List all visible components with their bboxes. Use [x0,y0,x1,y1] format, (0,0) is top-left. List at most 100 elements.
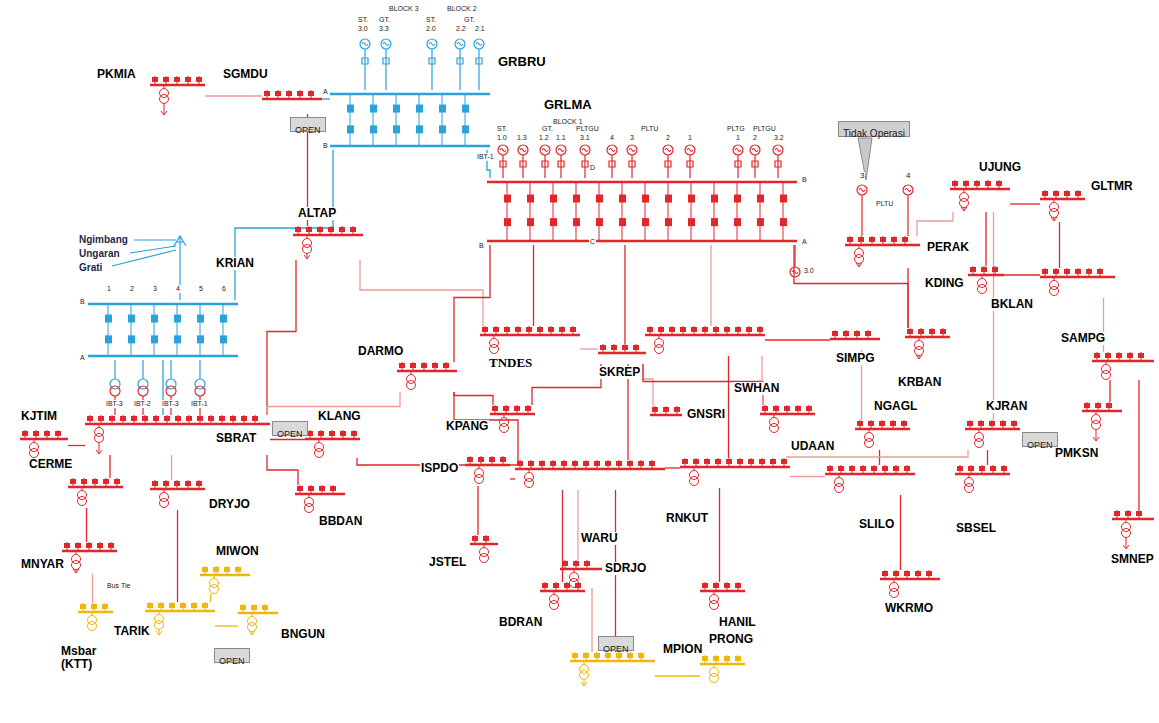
substation-name: PERAK [926,241,970,254]
breaker-symbol [219,416,225,421]
transmission-line [580,348,598,349]
transmission-line [454,392,493,405]
breaker-symbol [757,327,763,332]
transformer-winding [1092,421,1101,430]
transformer-lead [159,611,160,615]
annotation-label: B [79,298,86,306]
transformer-winding [710,601,719,610]
transformer-winding [303,245,312,254]
breaker-symbol [562,561,568,566]
breaker-symbol [317,227,323,232]
breaker-symbol [185,77,191,82]
substation: KRBAN [905,328,950,360]
breaker-symbol [713,327,719,332]
annotation-label: 5 [198,285,204,293]
substation: RNKUT [680,458,790,488]
substation: KLANG [305,430,360,458]
tag-text: OPEN [277,429,303,439]
substation-name: RNKUT [665,512,709,525]
breaker-symbol [370,105,377,113]
substation-name: WKRMO [884,602,934,615]
breaker-symbol [185,481,191,486]
callout-box: Tidak Operasi [838,121,910,137]
breaker-symbol [882,571,888,576]
substation-name: CERME [28,458,73,471]
annotation-label: PLTU [640,125,659,133]
generator-lead [792,245,798,274]
breaker-symbol [990,466,996,471]
breaker-symbol [584,561,590,566]
substation: KJRAN [965,420,1020,450]
breaker-symbol [1116,353,1122,358]
breaker-symbol [251,605,257,610]
breaker-symbol [734,218,741,226]
transformer-lead [529,469,530,473]
transmission-line [624,245,625,344]
breaker-symbol [158,603,164,608]
breaker-symbol [1138,353,1144,358]
substation-name: KJTIM [20,410,58,423]
breaker-symbol [691,327,697,332]
substation-name: SDRJO [604,562,647,575]
breaker-symbol [871,466,877,471]
breaker-symbol [330,486,336,491]
transformer-lead [584,661,585,665]
transformer-winding [865,439,874,448]
breaker-symbol [432,363,438,368]
annotation-label: 2 [665,134,671,142]
transformer-lead [774,414,775,418]
load-arrow [304,255,310,259]
transformer-winding [210,585,219,594]
substation-symbol [490,405,535,435]
substation-symbol [825,465,915,495]
transmission-line [1010,203,1040,204]
breaker-symbol [478,457,484,462]
breaker-symbol [174,315,181,323]
diameter-lead [223,304,224,356]
tag-text: OPEN [219,656,245,666]
breaker-symbol [575,583,581,588]
breaker-symbol [500,457,506,462]
transmission-line [993,212,994,420]
transformer-winding [1050,209,1059,218]
breaker-symbol [711,195,718,203]
transmission-line [1059,222,1060,268]
transmission-line [917,212,953,236]
breaker-symbol [197,416,203,421]
transformer-winding [155,621,164,630]
substation-symbol [465,456,510,486]
open-switch-tag: OPEN [1022,432,1058,447]
breaker-symbol [879,421,885,426]
substation-symbol [1040,190,1085,222]
breaker-symbol [1095,403,1101,408]
substation-symbol [145,602,215,636]
annotation-label: A [322,88,329,96]
substation: GLTMR [1040,190,1085,222]
generator-lead [558,149,564,179]
transformer-winding [890,589,899,598]
tag-text: OPEN [295,125,321,135]
substation-symbol [200,566,250,594]
transformer-winding [88,622,97,631]
busbar [295,493,345,496]
transmission-line [454,245,490,362]
substation-name: SLILO [858,518,895,531]
annotation-label: 6 [221,285,227,293]
transmission-line [765,339,830,340]
breaker-symbol [174,335,181,343]
transformer-lead [309,494,310,498]
breaker-symbol [1094,353,1100,358]
breaker-symbol [746,327,752,332]
substation: SKREP [598,344,646,364]
annotation-label: PLTG [726,125,746,133]
substation-symbol [540,582,585,612]
breaker-symbol [175,416,181,421]
transmission-line [177,510,178,602]
substation-name: KRIAN [215,257,255,270]
transformer-winding [915,347,924,356]
breaker-symbol [120,416,126,421]
breaker-symbol [594,461,600,466]
annotation-label: 1.3 [516,134,528,142]
breaker-symbol [843,331,849,336]
busbar [330,93,490,96]
